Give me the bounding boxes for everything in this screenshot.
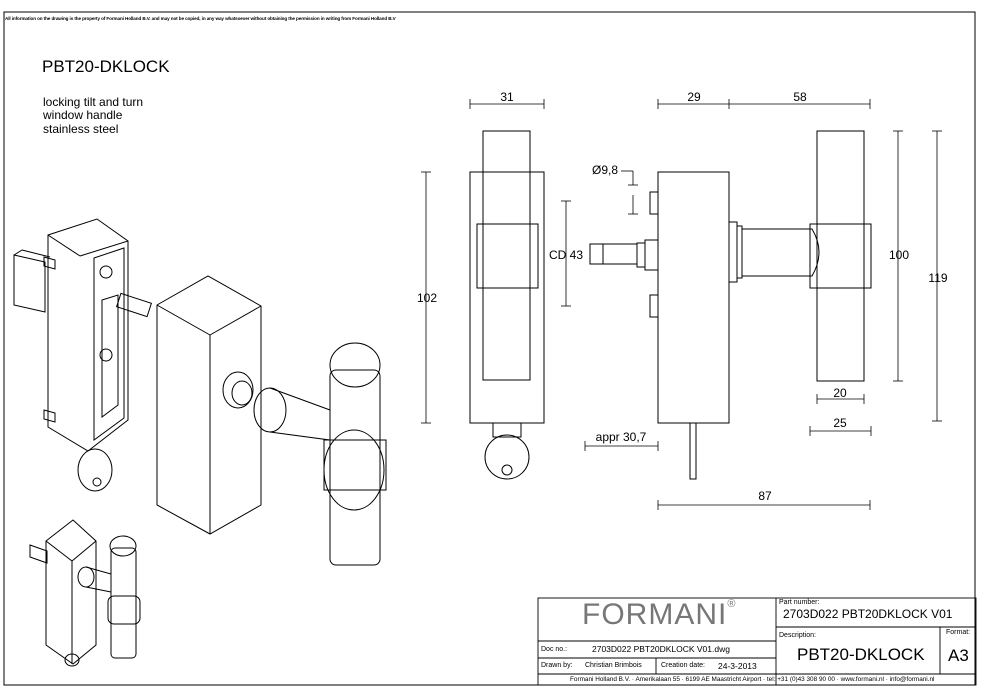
logo-registered-mark: ® bbox=[727, 598, 737, 610]
formani-logo: FORMANI® bbox=[582, 598, 736, 632]
dim-119: 119 bbox=[928, 271, 948, 285]
dim-29: 29 bbox=[687, 90, 701, 104]
dim-58: 58 bbox=[793, 90, 807, 104]
doc-no-value: 2703D022 PBT20DKLOCK V01.dwg bbox=[592, 644, 730, 654]
product-title: PBT20-DKLOCK bbox=[42, 57, 170, 76]
description-line-1: locking tilt and turn bbox=[43, 95, 144, 109]
doc-no-label: Doc no.: bbox=[541, 646, 568, 653]
iso-rosette-block bbox=[156, 275, 262, 535]
creation-date-label: Creation date: bbox=[661, 662, 705, 669]
side-view bbox=[589, 171, 730, 480]
dimension-lines bbox=[421, 99, 942, 510]
footer-contact: Formani Holland B.V. · Amerikalaan 55 · … bbox=[570, 676, 935, 683]
iso-handle bbox=[222, 342, 387, 566]
dim-31: 31 bbox=[500, 90, 514, 104]
part-number: 2703D022 PBT20DKLOCK V01 bbox=[783, 607, 953, 621]
format-value: A3 bbox=[948, 646, 969, 665]
iso-lock-body bbox=[13, 218, 153, 492]
dim-diameter: Ø9,8 bbox=[591, 163, 619, 177]
part-number-label: Part number: bbox=[779, 599, 820, 606]
description-line-3: stainless steel bbox=[43, 122, 119, 136]
dim-100: 100 bbox=[888, 248, 910, 262]
dim-25: 25 bbox=[833, 416, 847, 430]
description-value: PBT20-DKLOCK bbox=[797, 645, 925, 664]
creation-date-value: 24-3-2013 bbox=[718, 661, 757, 671]
dim-87: 87 bbox=[758, 489, 772, 503]
dim-appr: appr 30,7 bbox=[595, 430, 647, 444]
drawn-by-value: Christian Brimbois bbox=[585, 662, 642, 669]
copyright-notice: All information on the drawing is the pr… bbox=[5, 16, 396, 21]
dim-20: 20 bbox=[833, 386, 847, 400]
format-label: Format: bbox=[946, 629, 971, 636]
iso-assembled-small bbox=[29, 519, 141, 667]
front-view bbox=[469, 130, 545, 480]
logo-text: FORMANI bbox=[582, 598, 728, 631]
title-block-lines bbox=[537, 597, 977, 686]
drawing-frame bbox=[3, 11, 976, 686]
drawn-by-label: Drawn by: bbox=[541, 662, 573, 669]
description-label: Description: bbox=[779, 632, 816, 639]
handle-view bbox=[728, 130, 872, 382]
dim-102: 102 bbox=[416, 291, 438, 305]
description-line-2: window handle bbox=[43, 108, 123, 122]
dim-cd43: CD 43 bbox=[548, 248, 584, 262]
